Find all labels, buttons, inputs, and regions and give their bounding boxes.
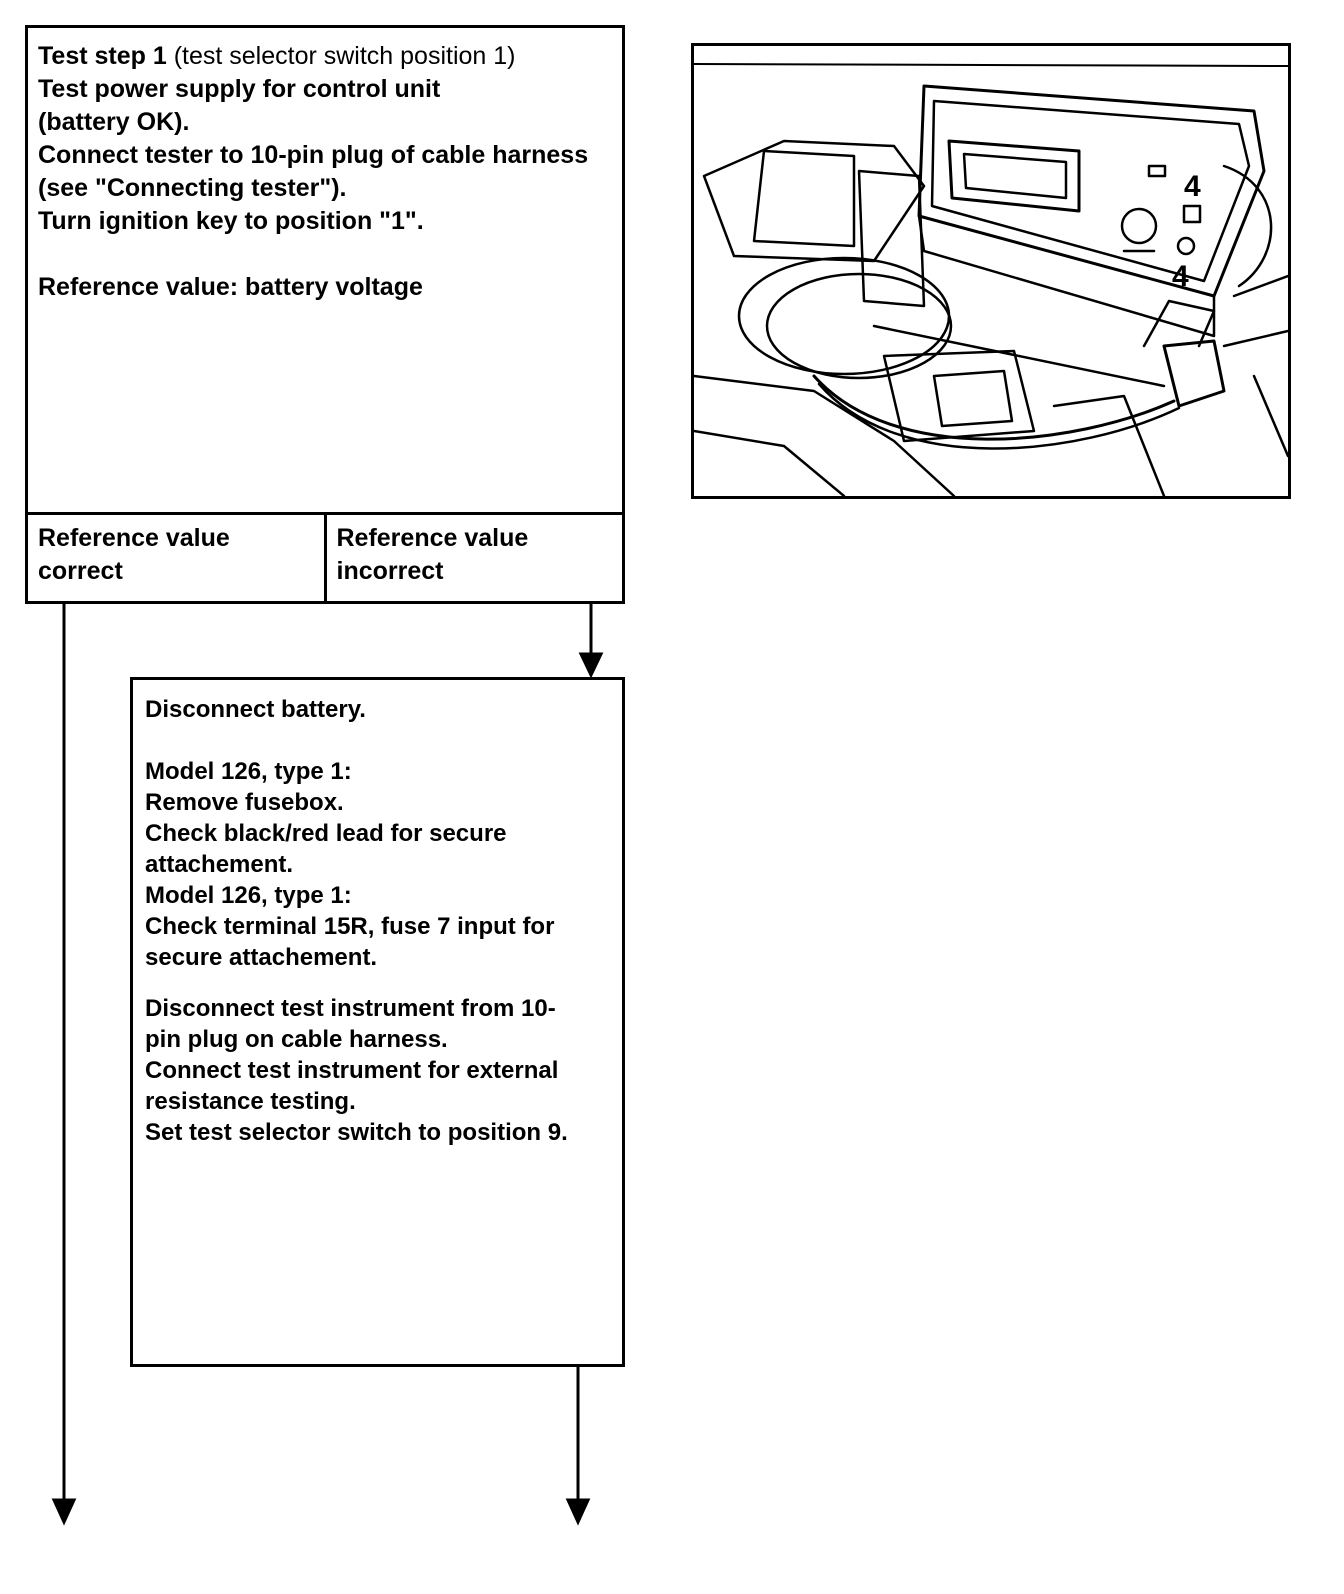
action-g1-line-2: Remove fusebox.	[145, 789, 344, 816]
tray-left-inner	[752, 149, 856, 248]
tester-case-inner	[930, 99, 1251, 283]
reference-value-text: Reference value: battery voltage	[38, 273, 423, 301]
tester-illustration: 4 4	[691, 43, 1291, 499]
right-rail-1	[1232, 274, 1290, 298]
lower-bracket	[1052, 394, 1166, 498]
tray-left	[702, 139, 926, 263]
test-step-subtitle: (test selector switch position 1)	[166, 42, 516, 70]
action-g1-line-5: Model 126, type 1:	[145, 882, 352, 909]
socket-lower	[1176, 236, 1196, 256]
test-plug-housing	[1142, 299, 1216, 348]
cable-right	[1222, 164, 1273, 288]
tester-drawing: 4 4	[692, 63, 1290, 498]
action-g1-line-4: attachement.	[145, 851, 294, 878]
test-step-title: Test step 1	[38, 42, 167, 70]
action-g2-line-1: Disconnect test instrument from 10-	[145, 995, 556, 1022]
cable-lead	[812, 374, 1176, 441]
callout-number-bottom: 4	[1172, 260, 1189, 293]
cable-loop-inner	[765, 272, 953, 380]
action-g1-line-6: Check terminal 15R, fuse 7 input for	[145, 913, 555, 940]
action-g2-line-2: pin plug on cable harness.	[145, 1026, 448, 1053]
action-g1-line-3: Check black/red lead for secure	[145, 820, 507, 847]
reference-correct-cell: Reference value correct	[28, 512, 327, 601]
tester-case-base	[917, 214, 1216, 338]
tester-display	[947, 139, 1081, 213]
frame-top-line	[693, 63, 1289, 67]
action-g2-line-3: Connect test instrument for external	[145, 1057, 559, 1084]
bay-rail	[872, 324, 1166, 388]
test-step-heading: Test step 1 (test selector switch positi…	[38, 40, 612, 73]
bay-edge-lower	[692, 374, 956, 498]
callout-number-top: 4	[1184, 170, 1201, 203]
arrow-correct-head	[51, 1498, 77, 1526]
test-step-1-box: Test step 1 (test selector switch positi…	[25, 25, 625, 515]
right-rail-3	[1252, 374, 1290, 458]
cable-lead-edge	[817, 382, 1181, 450]
arrow-action-head	[565, 1498, 591, 1526]
step1-line-2: (battery OK).	[38, 108, 190, 136]
right-rail-2	[1222, 329, 1290, 348]
action-intro: Disconnect battery.	[145, 696, 366, 723]
step1-line-4: (see "Connecting tester").	[38, 174, 347, 202]
connector-block-face	[932, 369, 1014, 428]
step1-line-1: Test power supply for control unit	[38, 75, 441, 103]
action-g2-line-5: Set test selector switch to position 9.	[145, 1119, 568, 1146]
socket-upper	[1182, 204, 1202, 224]
action-g1-line-7: secure attachement.	[145, 944, 378, 971]
tester-led	[1147, 164, 1167, 178]
action-box: Disconnect battery. Model 126, type 1: R…	[130, 677, 625, 1367]
connector-block	[882, 349, 1036, 443]
reference-value-row: Reference value correct Reference value …	[25, 512, 625, 604]
reference-incorrect-cell: Reference value incorrect	[336, 524, 529, 585]
tester-case	[917, 84, 1266, 298]
action-g1-line-1: Model 126, type 1:	[145, 758, 352, 785]
action-g2-line-4: resistance testing.	[145, 1088, 356, 1115]
step1-line-3: Connect tester to 10-pin plug of cable h…	[38, 141, 589, 169]
step1-line-5: Turn ignition key to position "1".	[38, 207, 424, 235]
selector-knob	[1120, 207, 1158, 245]
arrow-incorrect-head	[578, 652, 604, 679]
bay-edge-bottom	[692, 429, 846, 498]
panel-bracket	[857, 169, 926, 308]
tester-display-window	[962, 152, 1068, 200]
test-plug	[1162, 339, 1226, 408]
